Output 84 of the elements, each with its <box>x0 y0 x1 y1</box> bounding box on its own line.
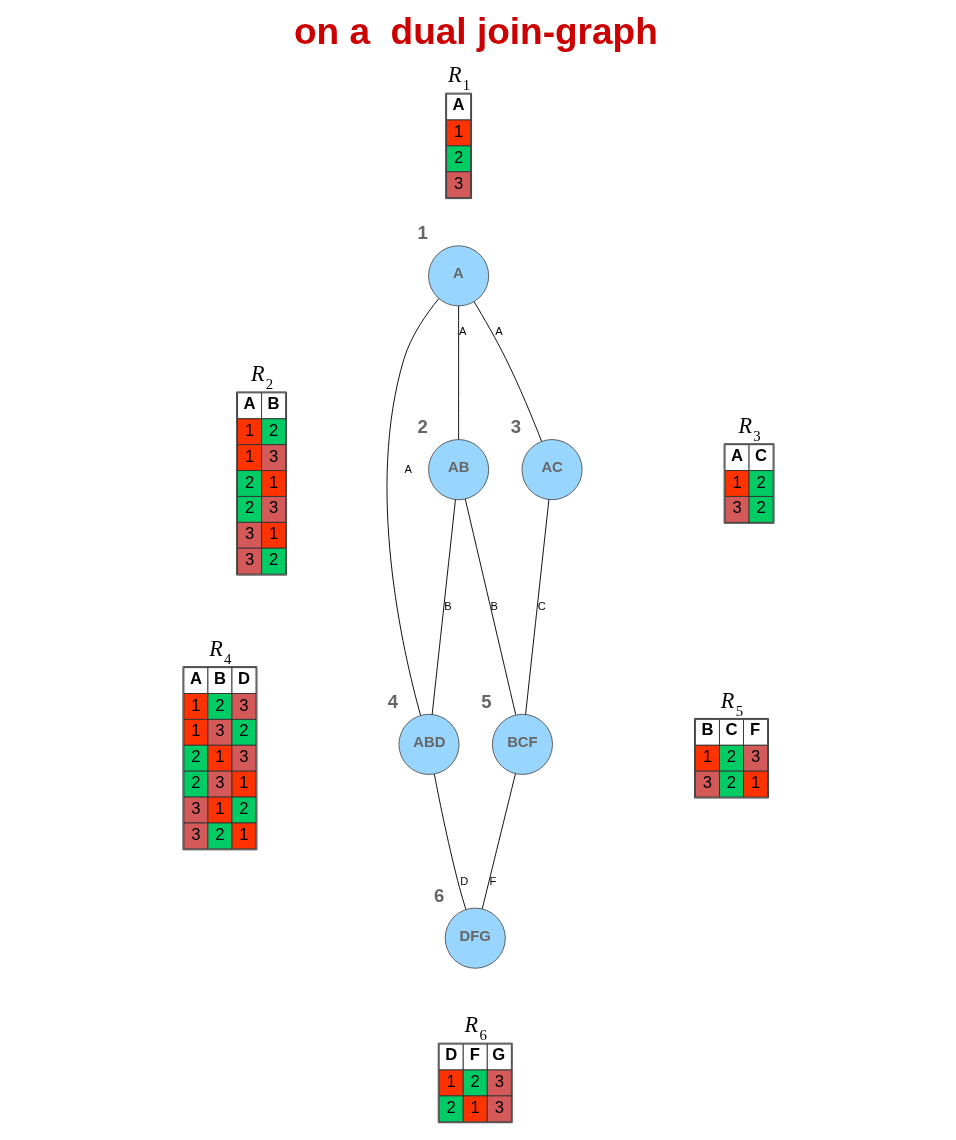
label: 2 <box>238 799 249 819</box>
label: 3 <box>731 498 742 518</box>
label: 3 <box>214 721 225 741</box>
label: 2 <box>214 825 225 845</box>
label: 1 <box>214 799 225 819</box>
label: B <box>267 393 280 413</box>
label: 3 <box>268 446 278 466</box>
label: 1 <box>470 1097 480 1117</box>
label: 1 <box>731 472 742 492</box>
label: 3 <box>494 1097 504 1117</box>
edge-label: B <box>443 599 452 612</box>
label: 2 <box>755 498 766 518</box>
label: 3 <box>214 773 225 793</box>
label: 1 <box>190 695 201 715</box>
label: 3 <box>453 173 463 193</box>
label: C <box>754 445 767 465</box>
label: 2 <box>755 472 766 492</box>
label: 2 <box>214 695 225 715</box>
label: A <box>243 393 256 413</box>
label: 2 <box>268 420 278 440</box>
label: 1 <box>238 825 249 845</box>
label: 2 <box>244 498 254 518</box>
label: 1 <box>702 747 712 767</box>
label: 2 <box>268 550 278 570</box>
label: 2 <box>446 1097 456 1117</box>
edge-label: D <box>459 874 468 887</box>
label: 2 <box>726 773 736 793</box>
edge-label: A <box>458 325 466 338</box>
label: R$_{5}$ <box>720 687 743 719</box>
label: R$_{1}$ <box>447 62 470 94</box>
label: A <box>452 95 465 115</box>
label: G <box>491 1045 505 1065</box>
node-label: 5 <box>480 690 492 712</box>
diagram-title: on a dual join-graph <box>293 11 658 53</box>
label: 3 <box>268 498 278 518</box>
label: R$_{4}$ <box>208 635 232 667</box>
label: 3 <box>190 825 201 845</box>
label: 2 <box>244 472 254 492</box>
label: F <box>749 720 760 740</box>
edge-label: A <box>494 325 503 338</box>
label: 1 <box>190 721 201 741</box>
label: 1 <box>214 747 225 767</box>
label: 1 <box>238 773 249 793</box>
label: 3 <box>244 524 254 544</box>
label: 3 <box>494 1072 504 1091</box>
label: R$_{3}$ <box>737 412 761 444</box>
label: 3 <box>244 550 254 570</box>
node-label: 3 <box>510 416 521 438</box>
label: 3 <box>238 747 249 767</box>
label: 1 <box>446 1072 456 1091</box>
node-label: 4 <box>387 690 398 712</box>
node-label: 2 <box>416 416 428 438</box>
label: 2 <box>190 773 201 793</box>
label: 3 <box>238 695 249 715</box>
label: C <box>724 720 738 740</box>
label: F <box>469 1045 480 1065</box>
label: 1 <box>244 420 254 440</box>
label: 2 <box>453 147 463 167</box>
label: 1 <box>453 121 463 141</box>
node-label: 1 <box>416 222 428 244</box>
label: 1 <box>268 472 278 492</box>
label: 2 <box>238 721 249 741</box>
label: 3 <box>702 773 712 793</box>
label: 2 <box>470 1072 480 1091</box>
label: R$_{2}$ <box>250 361 273 393</box>
label: 1 <box>750 773 760 793</box>
label: 3 <box>750 747 760 767</box>
label: D <box>237 668 250 688</box>
label: 1 <box>244 446 254 466</box>
label: 3 <box>190 799 201 819</box>
edge-label: F <box>488 874 496 887</box>
label: 2 <box>726 747 736 767</box>
node-label: 6 <box>433 884 444 906</box>
label: R$_{6}$ <box>464 1012 487 1044</box>
label: B <box>700 720 713 740</box>
label: B <box>213 668 226 688</box>
edge-label: A <box>403 462 412 475</box>
label: A <box>189 668 202 688</box>
label: A <box>730 445 743 465</box>
label: 2 <box>190 747 201 767</box>
edge-label: C <box>537 599 546 612</box>
edge-label: B <box>490 599 498 612</box>
label: 1 <box>268 524 278 544</box>
label: D <box>444 1045 457 1065</box>
